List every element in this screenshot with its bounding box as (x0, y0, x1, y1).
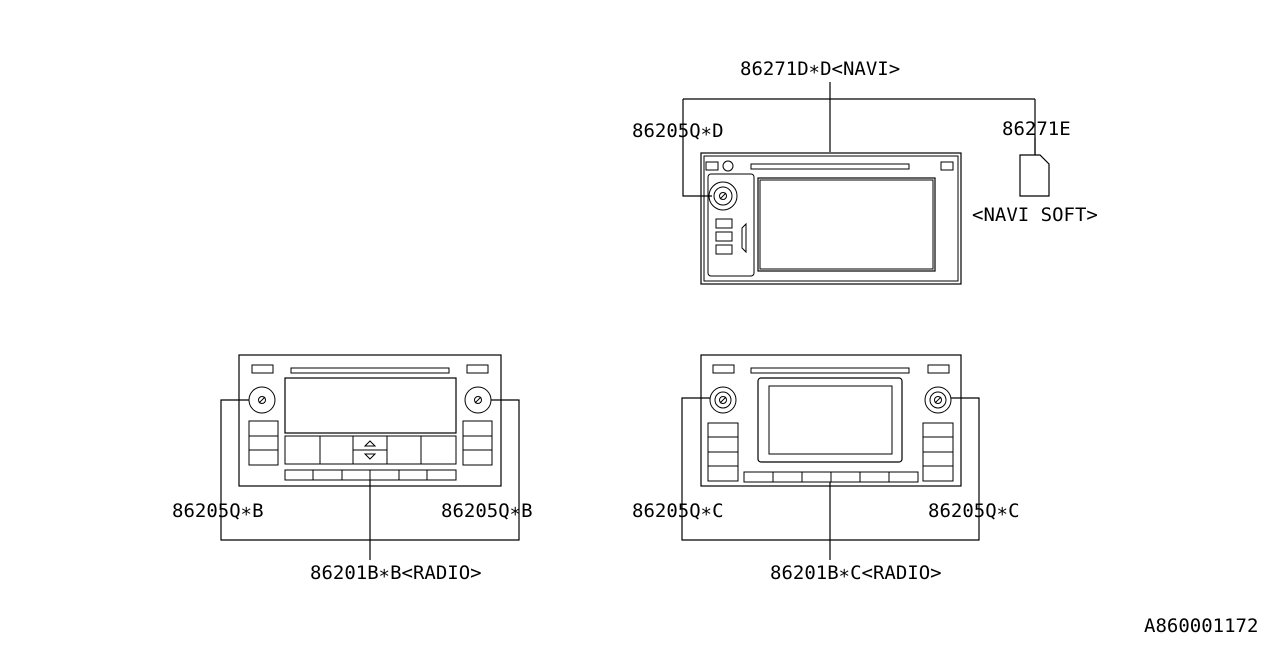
radio-b-display (284, 377, 457, 434)
navi-side-button-2 (715, 231, 733, 242)
navi-card-slot (741, 222, 747, 254)
knob-icon (708, 181, 738, 211)
radio-c-top-right-button (927, 364, 950, 374)
navi-top-dot (722, 160, 734, 172)
radio-b-right-stack (462, 420, 493, 466)
label-radio-c-unit: 86201B∗C<RADIO> (770, 562, 942, 584)
label-radio-c-knob-right: 86205Q∗C (928, 500, 1020, 522)
figure-id: A860001172 (1144, 615, 1258, 637)
navi-unit (682, 82, 1036, 285)
knob-icon (464, 386, 492, 414)
navi-body-outer (700, 152, 962, 285)
navi-side-button-1 (715, 218, 733, 229)
navi-screen (757, 177, 936, 272)
arrow-up-icon (363, 440, 377, 447)
navi-top-button (705, 161, 719, 171)
navi-knob-leader (682, 99, 712, 197)
radio-b-unit (220, 354, 520, 560)
label-navi-unit: 86271D∗D<NAVI> (740, 58, 900, 80)
knob-icon (248, 386, 276, 414)
navi-screen-inner (759, 179, 934, 270)
label-radio-b-knob-left: 86205Q∗B (172, 500, 264, 522)
radio-b-top-left-button (251, 364, 274, 374)
knob-icon (924, 386, 952, 414)
radio-c-body (700, 354, 962, 487)
label-radio-c-knob-left: 86205Q∗C (632, 500, 724, 522)
radio-b-disc-slot (290, 367, 450, 374)
radio-c-unit (681, 354, 980, 560)
label-radio-b-unit: 86201B∗B<RADIO> (310, 562, 482, 584)
arrow-down-icon (363, 453, 377, 460)
navi-left-panel (707, 173, 755, 277)
label-navi-soft-part: 86271E (1002, 118, 1071, 140)
radio-b-left-stack (248, 420, 279, 466)
navi-side-button-3 (715, 244, 733, 255)
navi-top-button-right (940, 161, 954, 171)
knob-icon (709, 386, 737, 414)
label-navi-knob: 86205Q∗D (632, 120, 724, 142)
radio-c-screen-frame (757, 377, 903, 463)
sd-card-icon (1019, 154, 1050, 197)
navi-disc-slot (750, 163, 910, 170)
radio-b-center-buttons (284, 435, 457, 465)
radio-c-screen (768, 385, 893, 455)
label-navi-soft-desc: <NAVI SOFT> (972, 204, 1098, 226)
radio-b-top-right-button (466, 364, 489, 374)
radio-c-top-left-button (712, 364, 735, 374)
navi-body-inner (703, 155, 959, 282)
radio-c-disc-slot (750, 367, 910, 374)
label-radio-b-knob-right: 86205Q∗B (441, 500, 533, 522)
